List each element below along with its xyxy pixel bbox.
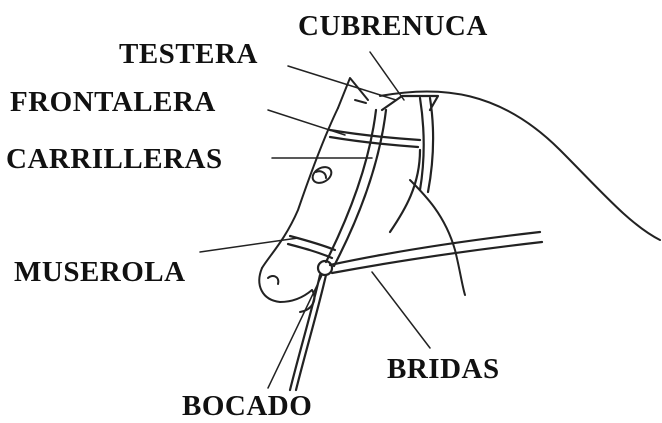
bridle-straps bbox=[286, 94, 544, 392]
leader-muserola bbox=[199, 237, 299, 253]
leader-bridas bbox=[371, 271, 431, 349]
label-bocado: BOCADO bbox=[182, 390, 313, 422]
leader-testera bbox=[287, 65, 397, 101]
leader-cubrenuca bbox=[369, 51, 405, 101]
label-frontalera: FRONTALERA bbox=[10, 86, 216, 118]
leader-lines bbox=[199, 51, 431, 389]
label-cubrenuca: CUBRENUCA bbox=[298, 10, 488, 42]
leader-bocado bbox=[267, 274, 323, 389]
label-carrilleras: CARRILLERAS bbox=[6, 143, 223, 175]
label-muserola: MUSEROLA bbox=[14, 256, 186, 288]
horse-head-outline bbox=[258, 77, 661, 313]
leader-frontalera bbox=[267, 109, 346, 136]
label-testera: TESTERA bbox=[119, 38, 258, 70]
label-bridas: BRIDAS bbox=[387, 353, 500, 385]
